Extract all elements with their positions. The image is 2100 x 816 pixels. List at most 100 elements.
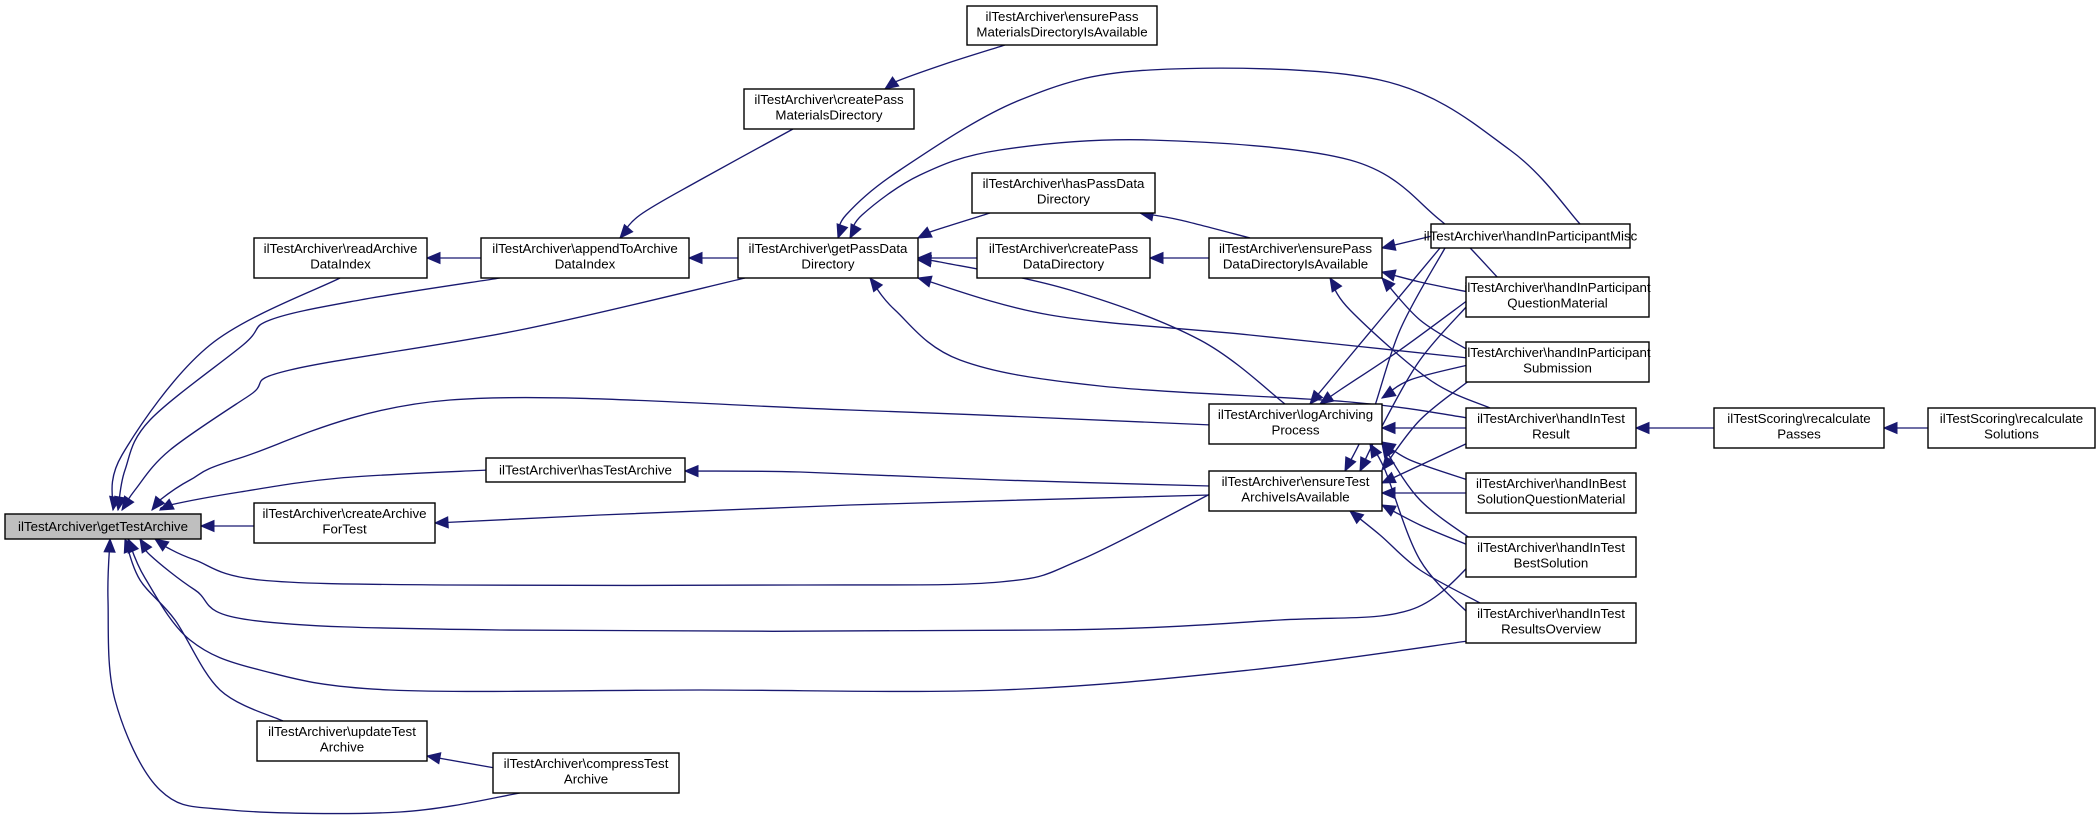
node-hBestQ[interactable]: ilTestArchiver\handInBestSolutionQuestio… <box>1465 472 1637 514</box>
arrowhead <box>123 537 136 554</box>
node-label-line: ilTestArchiver\hasPassData <box>983 176 1145 191</box>
edge-hQMat-to-ensureArchive <box>1359 304 1469 473</box>
edge-line <box>127 538 1476 693</box>
node-label-line: ilTestArchiver\createPass <box>754 92 904 107</box>
edge-line <box>1381 504 1469 546</box>
node-label-line: ilTestArchiver\handInBest <box>1476 476 1626 491</box>
edge-ensureArchive-to-hasArchive <box>683 464 1211 487</box>
edge-hResult-to-logProc <box>1380 421 1468 435</box>
edge-hQMat-to-getPass <box>849 139 1501 281</box>
node-hQMat[interactable]: ilTestArchiver\handInParticipantQuestion… <box>1464 276 1651 318</box>
edge-line <box>154 492 1213 587</box>
edge-compress-to-root <box>103 537 521 815</box>
node-label-line: Submission <box>1523 361 1592 376</box>
node-box <box>253 502 436 544</box>
edge-hQMat-to-ensurePassData <box>1380 269 1469 293</box>
arrowhead <box>916 226 933 239</box>
edge-line <box>1381 379 1471 471</box>
edge-createPassMat-to-appendIdx <box>619 128 794 239</box>
edge-compress-to-updateArchive <box>425 752 496 769</box>
arrowhead <box>1380 486 1396 500</box>
node-label-line: ilTestArchiver\ensureTest <box>1222 474 1370 489</box>
node-createPassMat[interactable]: ilTestArchiver\createPassMaterialsDirect… <box>743 88 915 130</box>
arrowhead <box>158 498 175 511</box>
arrowhead <box>1380 385 1397 399</box>
node-hasArchive[interactable]: ilTestArchiver\hasTestArchive <box>485 457 686 483</box>
arrowhead <box>683 464 699 478</box>
arrowhead <box>121 495 135 512</box>
edge-line <box>869 277 1469 419</box>
node-label-line: Passes <box>1777 427 1821 442</box>
node-label-line: ilTestScoring\recalculate <box>1940 411 2083 426</box>
edge-line <box>1349 510 1481 604</box>
node-box <box>976 237 1151 279</box>
edge-hBestSol-to-logProc <box>1381 442 1481 546</box>
edge-line <box>1381 441 1469 481</box>
edge-hQMat-to-logProc <box>1318 299 1469 405</box>
edge-createArchive-to-root <box>199 519 254 533</box>
node-label-line: Solutions <box>1984 427 2039 442</box>
arrowhead <box>1380 269 1397 282</box>
node-hSub[interactable]: ilTestArchiver\handInParticipantSubmissi… <box>1464 341 1651 383</box>
edge-readIdx-to-root <box>109 277 341 512</box>
edge-hSub-to-ensureArchive <box>1381 379 1471 472</box>
node-box <box>743 88 915 130</box>
node-hMisc[interactable]: ilTestArchiver\handInParticipantMisc <box>1424 223 1638 249</box>
node-box <box>737 237 919 279</box>
node-ensureArchive[interactable]: ilTestArchiver\ensureTestArchiveIsAvaila… <box>1208 470 1383 512</box>
node-box <box>1465 341 1650 383</box>
node-label-line: SolutionQuestionMaterial <box>1477 492 1626 507</box>
node-label-line: DataDirectory <box>1023 257 1105 272</box>
arrowhead <box>1344 456 1357 473</box>
edge-recalcSol-to-recalcPasses <box>1882 421 1928 435</box>
node-ensurePassData[interactable]: ilTestArchiver\ensurePassDataDirectoryIs… <box>1208 237 1383 279</box>
edge-line <box>139 538 1479 632</box>
edge-hMisc-to-ensureArchive <box>1344 247 1446 473</box>
edge-getPass-to-root <box>121 277 746 512</box>
node-label-line: ilTestArchiver\ensurePass <box>1219 241 1372 256</box>
arrowhead <box>1369 442 1383 459</box>
edge-hOverview-to-root <box>127 537 1476 693</box>
node-box <box>1208 403 1383 445</box>
edge-appendIdx-to-root <box>114 277 501 512</box>
node-label-line: ilTestArchiver\compressTest <box>504 756 669 771</box>
node-label-line: DataIndex <box>310 257 371 272</box>
node-root[interactable]: ilTestArchiver\getTestArchive <box>4 513 202 540</box>
node-ensurePassMat[interactable]: ilTestArchiver\ensurePassMaterialsDirect… <box>966 5 1158 46</box>
arrowhead <box>1380 421 1396 435</box>
edge-line <box>107 538 521 815</box>
arrowhead <box>1882 421 1898 435</box>
node-label-line: ForTest <box>322 522 367 537</box>
node-label-line: ilTestArchiver\logArchiving <box>1218 407 1373 422</box>
edge-line <box>124 538 284 722</box>
node-label-line: QuestionMaterial <box>1507 296 1608 311</box>
edge-hBestSol-to-root <box>139 537 1479 632</box>
node-label-line: ilTestArchiver\getPassData <box>749 241 908 256</box>
node-label-line: DataDirectoryIsAvailable <box>1223 257 1368 272</box>
arrowhead <box>425 251 441 265</box>
edge-line <box>917 258 1286 405</box>
node-box <box>1713 407 1885 449</box>
node-box <box>971 172 1156 214</box>
arrowhead <box>836 223 849 240</box>
arrowhead <box>1329 276 1343 293</box>
node-label-line: ilTestArchiver\createArchive <box>262 506 426 521</box>
node-box <box>1465 472 1637 514</box>
node-box <box>492 752 680 794</box>
edge-line <box>1329 277 1491 409</box>
